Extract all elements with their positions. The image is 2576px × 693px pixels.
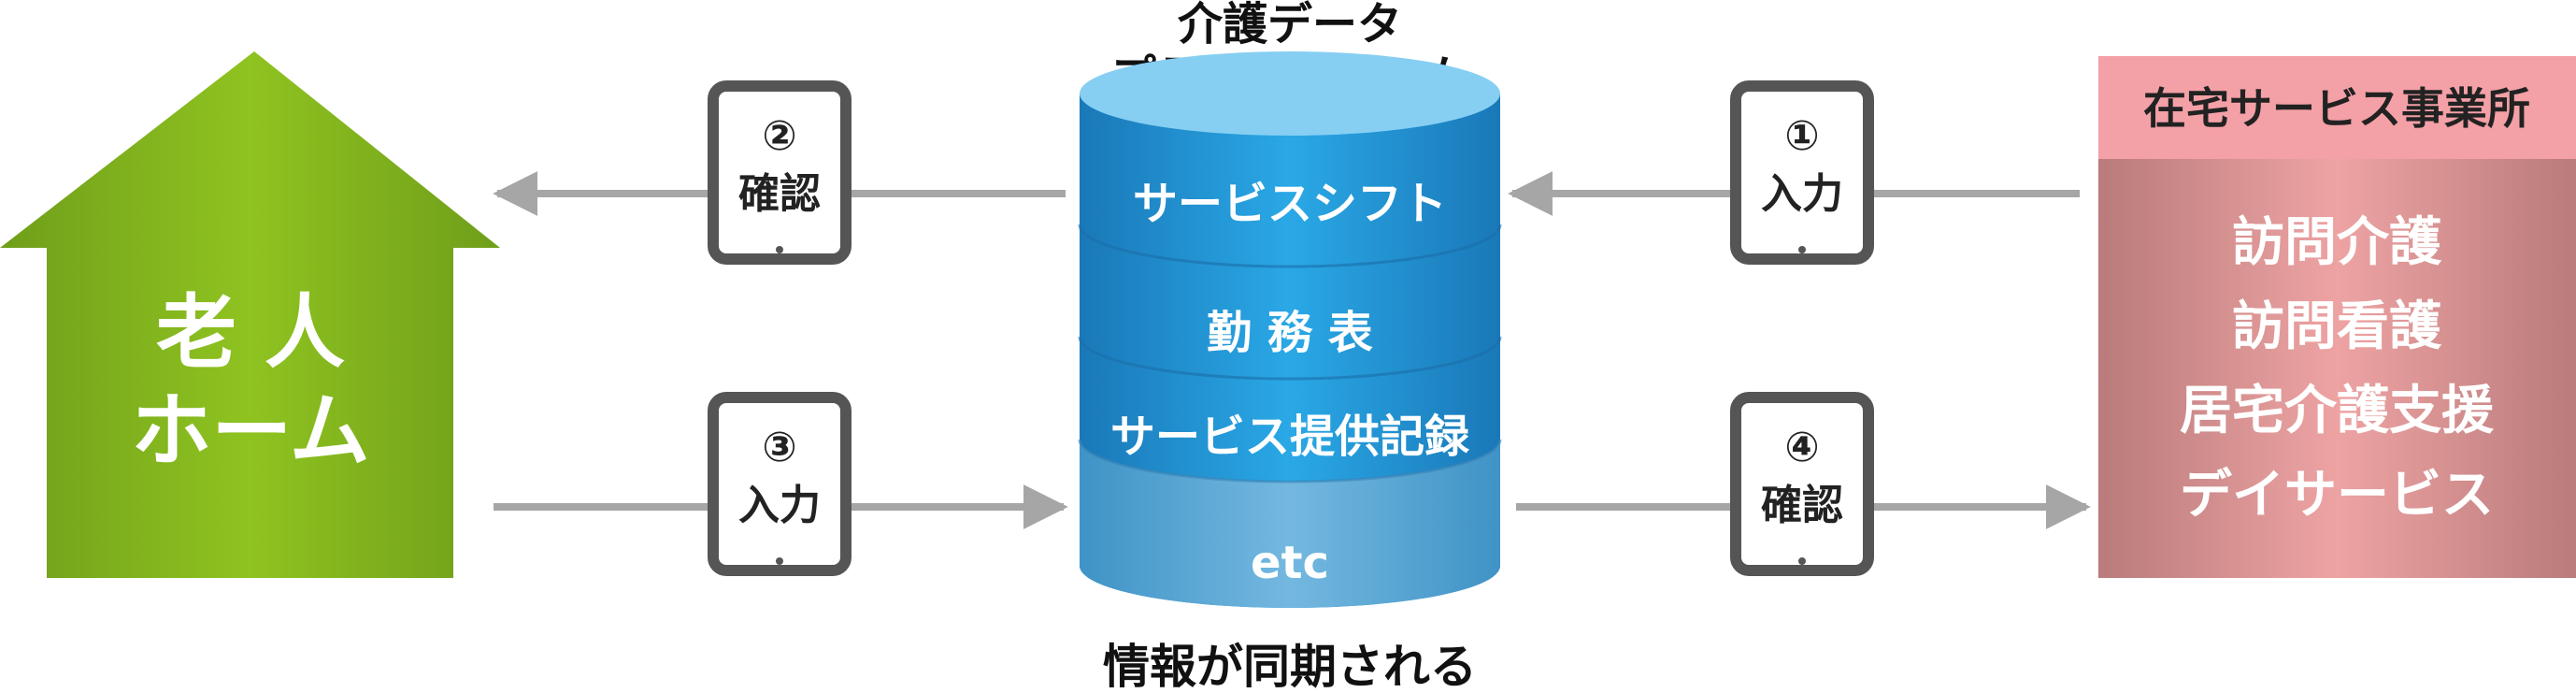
tablet-step-4: ④ 確認 <box>1730 392 1874 576</box>
platform-layer-2: 勤 務 表 <box>1207 307 1372 359</box>
tablet-step-2: ② 確認 <box>708 80 852 265</box>
house-shape <box>0 51 500 578</box>
tablet-icon <box>708 80 852 265</box>
platform-layer-4: etc <box>1251 537 1329 589</box>
nursing-home-line2: ホーム <box>131 384 369 478</box>
layer-divider <box>1078 336 1502 381</box>
tablet-step-3: ③ 入力 <box>708 392 852 576</box>
provider-service-4: デイサービス <box>2180 465 2494 526</box>
tablet-button-icon <box>1798 557 1806 565</box>
cylinder-lower-band <box>1080 440 1500 608</box>
step-3-number: ③ <box>762 424 796 471</box>
step-2-label: 確認 <box>738 170 821 218</box>
platform-caption: 情報が同期される <box>1103 640 1477 693</box>
platform-layer-3: サービス提供記録 <box>1110 411 1470 463</box>
provider-service-3: 居宅介護支援 <box>2180 381 2495 441</box>
provider-header <box>2098 56 2576 159</box>
data-platform: 介護データ プラットフォーム サービスシフト 勤 務 表 サービス提供記録 et… <box>1078 0 1502 693</box>
platform-title-line1: 介護データ <box>1178 0 1402 51</box>
platform-layer-1: サービスシフト <box>1133 178 1447 230</box>
provider-header-label: 在宅サービス事業所 <box>2143 83 2530 134</box>
step-3-label: 入力 <box>738 482 821 529</box>
tablet-step-1: ① 入力 <box>1730 80 1874 265</box>
step-4-number: ④ <box>1784 424 1819 471</box>
tablet-icon <box>1730 80 1874 265</box>
layer-divider <box>1078 224 1502 268</box>
tablet-button-icon <box>1798 246 1806 253</box>
step-2-number: ② <box>762 112 796 160</box>
provider-body <box>2098 159 2576 578</box>
layer-divider <box>1078 439 1502 484</box>
step-4-label: 確認 <box>1761 482 1843 529</box>
tablet-button-icon <box>776 557 783 565</box>
tablet-button-icon <box>776 246 783 253</box>
cylinder-top <box>1080 51 1500 136</box>
provider-service-2: 訪問看護 <box>2232 296 2442 357</box>
home-care-provider: 在宅サービス事業所 訪問介護 訪問看護 居宅介護支援 デイサービス <box>2098 56 2576 578</box>
provider-service-1: 訪問介護 <box>2232 212 2442 273</box>
nursing-home: 老 人 ホーム <box>0 51 500 578</box>
step-1-number: ① <box>1784 112 1819 160</box>
nursing-home-line1: 老 人 <box>156 286 345 380</box>
tablet-icon <box>1730 392 1874 576</box>
tablet-icon <box>708 392 852 576</box>
step-1-label: 入力 <box>1761 170 1843 218</box>
